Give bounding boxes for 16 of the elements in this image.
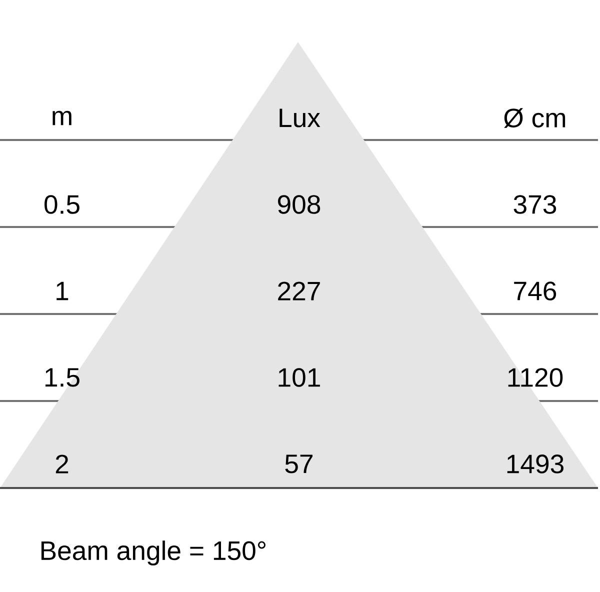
column-header: m [52,110,72,126]
table-cell: 908 [278,195,320,214]
table-cell: 1493 [507,454,564,474]
column-header: Ø cm [504,108,566,128]
table-cell: 2 [56,454,68,474]
table-cell: 1120 [508,368,563,387]
table-cell: 101 [278,368,320,387]
table-cell: 1.5 [46,368,80,387]
table-cell: 57 [285,454,312,474]
table-cell: 1 [56,282,68,300]
table-cell: 373 [514,195,556,214]
table-cell: 746 [514,282,556,300]
table-cell: 227 [278,282,320,300]
note: Beam angle = 150° [41,540,266,566]
table-cell: 0.5 [44,195,80,214]
column-header: Lux [280,108,320,128]
